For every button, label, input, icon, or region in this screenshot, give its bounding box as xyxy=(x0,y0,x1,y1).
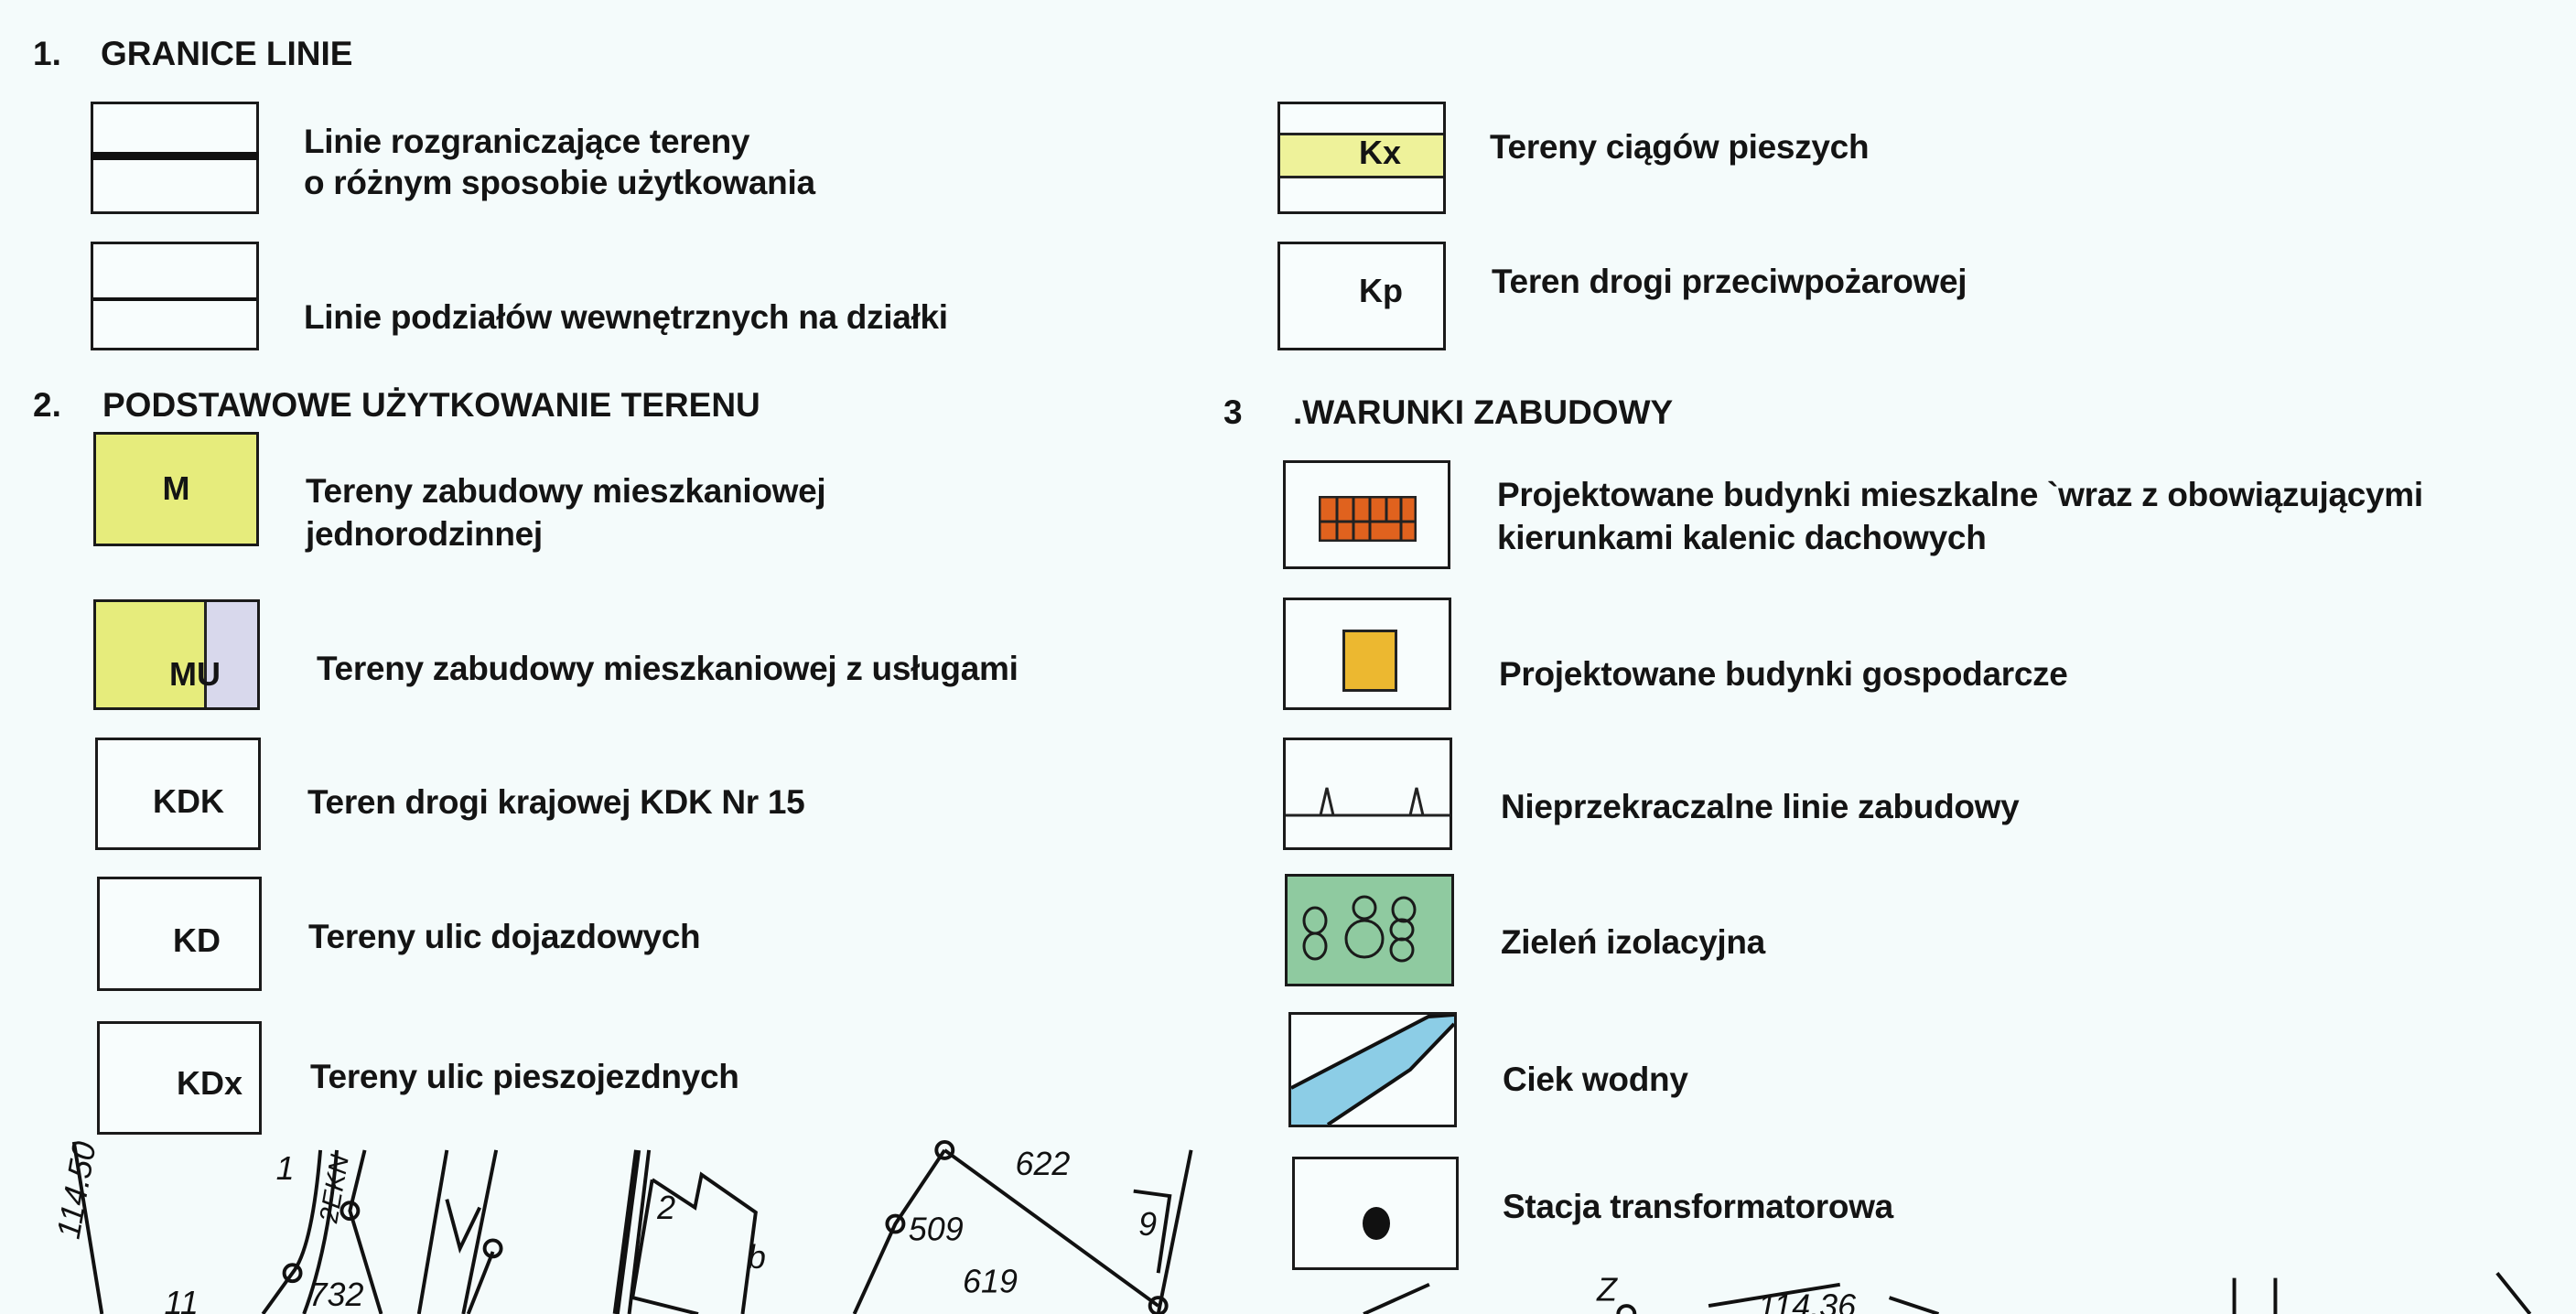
stream-icon xyxy=(1291,1015,1454,1125)
legend-text: Projektowane budynki mieszkalne `wraz z … xyxy=(1497,476,2423,556)
thick-line-icon xyxy=(91,152,259,160)
building-roof-icon xyxy=(1319,496,1417,542)
building-line-symbol xyxy=(1283,738,1452,850)
legend-text: Tereny zabudowy mieszkaniowej jednorodzi… xyxy=(306,472,826,553)
parcel-line xyxy=(852,1148,1172,1314)
farm-building-icon xyxy=(1342,630,1397,692)
survey-point xyxy=(1616,1304,1637,1314)
map-label: 619 xyxy=(963,1264,1018,1300)
watercourse-symbol xyxy=(1288,1012,1457,1127)
symbol-kdk: KDK xyxy=(95,738,261,850)
map-label: 732 xyxy=(309,1276,364,1313)
survey-point xyxy=(482,1238,503,1259)
parcel-line xyxy=(71,1141,104,1314)
survey-point xyxy=(340,1201,361,1222)
section-3-number: 3 xyxy=(1223,393,1243,431)
legend-text: Tereny ulic dojazdowych xyxy=(308,918,701,955)
parcel-line xyxy=(348,1149,383,1314)
survey-point xyxy=(934,1139,955,1160)
parcel-line xyxy=(466,1251,495,1314)
section-3-title: .WARUNKI ZABUDOWY xyxy=(1293,393,1674,431)
dot-icon xyxy=(1363,1207,1390,1240)
survey-point xyxy=(1148,1296,1169,1314)
transformer-station-symbol xyxy=(1292,1157,1459,1270)
farm-building-symbol xyxy=(1283,598,1451,710)
symbol-mu: MU xyxy=(93,599,260,710)
parcel-line xyxy=(1363,1271,2532,1314)
parcel-line xyxy=(261,1149,323,1314)
section-2-title: PODSTAWOWE UŻYTKOWANIE TERENU xyxy=(102,386,760,424)
legend-text: Tereny zabudowy mieszkaniowej z usługami xyxy=(317,650,1019,687)
legend-text: Linie podziałów wewnętrznych na działki xyxy=(304,298,948,336)
map-label: 622 xyxy=(1015,1146,1070,1182)
residential-building-symbol xyxy=(1283,460,1450,569)
symbol-kp: Kp xyxy=(1277,242,1446,350)
trees-icon xyxy=(1302,895,1417,963)
map-label: 114.36 xyxy=(1758,1288,1856,1314)
map-label: Z xyxy=(1596,1272,1618,1309)
legend-text: Stacja transformatorowa xyxy=(1503,1188,1893,1225)
legend-text: Ciek wodny xyxy=(1503,1061,1688,1098)
symbol-kdx: KDx xyxy=(97,1021,262,1135)
legend-text: Teren drogi krajowej KDK Nr 15 xyxy=(307,783,805,821)
boundary-line-symbol xyxy=(91,102,259,214)
survey-point xyxy=(885,1213,906,1234)
symbol-kd: KD xyxy=(97,877,262,991)
building-outline xyxy=(630,1171,758,1314)
legend-text: Zieleń izolacyjna xyxy=(1501,923,1765,961)
legend-text: Tereny ciągów pieszych xyxy=(1490,128,1870,166)
map-label: 509 xyxy=(909,1211,964,1247)
map-label: 11 xyxy=(165,1285,199,1314)
parcel-line xyxy=(1156,1149,1193,1314)
map-label: 9 xyxy=(1138,1206,1157,1243)
parcel-line xyxy=(416,1149,499,1314)
parcel-line xyxy=(302,1149,340,1314)
legend-text: Nieprzekraczalne linie zabudowy xyxy=(1501,788,2020,825)
legend-text: Teren drogi przeciwpożarowej xyxy=(1492,263,1967,300)
building-line-icon xyxy=(1286,787,1450,817)
legend-text: Projektowane budynki gospodarcze xyxy=(1499,655,2068,693)
section-1-title: GRANICE LINIE xyxy=(101,35,353,72)
section-1-number: 1. xyxy=(33,35,61,72)
subdivision-line-symbol xyxy=(91,242,259,350)
legend-text: Linie rozgraniczające tereny o różnym sp… xyxy=(304,123,815,201)
road-line xyxy=(612,1149,641,1314)
survey-point xyxy=(282,1263,303,1284)
section-2-number: 2. xyxy=(33,386,61,424)
green-buffer-symbol xyxy=(1285,874,1454,986)
legend-text: Tereny ulic pieszojezdnych xyxy=(310,1058,739,1095)
symbol-kx: Kx xyxy=(1277,102,1446,214)
map-fragment: 114.50 1 2EKN 732 11 2 b 509 622 619 9 Z… xyxy=(50,1139,2532,1314)
map-label: b xyxy=(748,1239,766,1276)
thin-line-icon xyxy=(93,297,256,301)
map-label: 1 xyxy=(276,1150,295,1187)
symbol-m: M xyxy=(93,432,259,546)
map-label: 114.50 xyxy=(50,1139,103,1242)
map-label: 2 xyxy=(656,1190,675,1226)
